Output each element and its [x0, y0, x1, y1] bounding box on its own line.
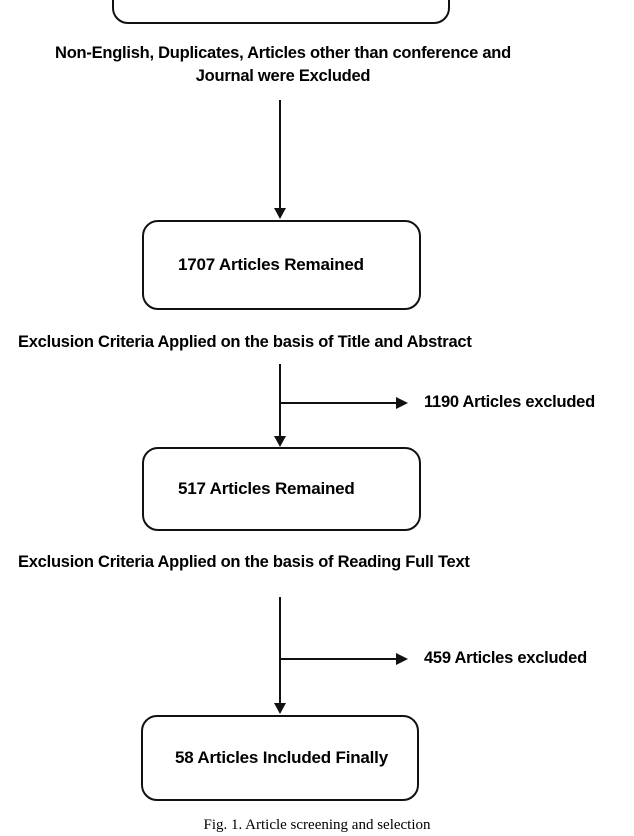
arrow-head-down-icon-1	[274, 208, 286, 219]
connector-line-517-to-58	[279, 597, 281, 707]
excluded-label-1190: 1190 Articles excluded	[424, 393, 595, 411]
flow-node-58-included-label: 58 Articles Included Finally	[175, 748, 388, 767]
annotation-criteria-title-abstract: Exclusion Criteria Applied on the basis …	[18, 333, 472, 351]
annotation-initial-exclusion-line2: Journal were Excluded	[195, 67, 371, 86]
arrow-head-down-icon-3	[274, 703, 286, 714]
flow-node-1707-remained: 1707 Articles Remained	[142, 220, 421, 310]
flow-node-517-remained-label: 517 Articles Remained	[178, 479, 355, 498]
annotation-initial-exclusion: Non-English, Duplicates, Articles other …	[0, 42, 566, 89]
annotation-initial-exclusion-line1: Non-English, Duplicates, Articles other …	[55, 44, 511, 62]
arrow-head-right-icon-1	[396, 397, 408, 409]
arrow-head-right-icon-2	[396, 653, 408, 665]
connector-line-branch-1190	[280, 402, 398, 404]
flow-node-517-remained: 517 Articles Remained	[142, 447, 421, 531]
flow-node-58-included: 58 Articles Included Finally	[141, 715, 419, 801]
excluded-label-459: 459 Articles excluded	[424, 649, 587, 667]
flow-node-initial-records	[112, 0, 450, 24]
annotation-criteria-full-text: Exclusion Criteria Applied on the basis …	[18, 553, 470, 571]
connector-line-1707-to-517	[279, 364, 281, 438]
flow-node-1707-remained-label: 1707 Articles Remained	[178, 255, 364, 274]
connector-line-initial-to-1707	[279, 100, 281, 210]
connector-line-branch-459	[280, 658, 398, 660]
figure-caption: Fig. 1. Article screening and selection	[203, 817, 431, 833]
arrow-head-down-icon-2	[274, 436, 286, 447]
